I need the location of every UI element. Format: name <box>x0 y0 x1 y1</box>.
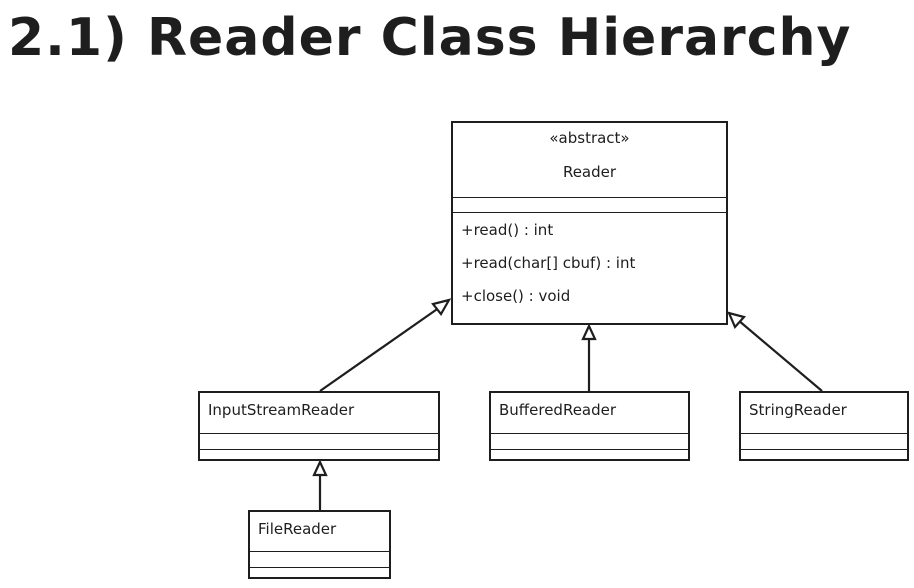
method-read: +read() : int <box>461 221 554 239</box>
divider <box>741 433 907 434</box>
arrowhead-isr <box>431 298 452 316</box>
stereotype-label: «abstract» <box>549 129 630 147</box>
class-file-reader[interactable]: FileReader <box>248 510 391 579</box>
class-name: StringReader <box>749 401 847 419</box>
divider <box>200 449 438 450</box>
class-buffered-reader[interactable]: BufferedReader <box>489 391 690 461</box>
class-name: Reader <box>562 163 617 181</box>
class-name: FileReader <box>258 520 337 538</box>
divider <box>491 449 688 450</box>
class-name: BufferedReader <box>499 401 617 419</box>
divider <box>200 433 438 434</box>
arrow-isr-to-reader <box>319 304 444 392</box>
class-name: InputStreamReader <box>208 401 355 419</box>
arrowhead-br <box>581 323 597 341</box>
arrow-sr-to-reader <box>737 319 823 392</box>
arrowhead-sr <box>727 311 747 330</box>
divider <box>741 449 907 450</box>
divider <box>453 197 726 198</box>
divider <box>453 212 726 213</box>
divider <box>491 433 688 434</box>
divider <box>250 551 389 552</box>
divider <box>250 567 389 568</box>
page-title: 2.1) Reader Class Hierarchy <box>8 8 852 68</box>
method-read-cbuf: +read(char[] cbuf) : int <box>461 254 636 272</box>
class-reader[interactable]: «abstract» Reader +read() : int +read(ch… <box>451 121 728 325</box>
arrowhead-fr <box>312 459 328 477</box>
method-close: +close() : void <box>461 287 571 305</box>
class-string-reader[interactable]: StringReader <box>739 391 909 461</box>
class-input-stream-reader[interactable]: InputStreamReader <box>198 391 440 461</box>
